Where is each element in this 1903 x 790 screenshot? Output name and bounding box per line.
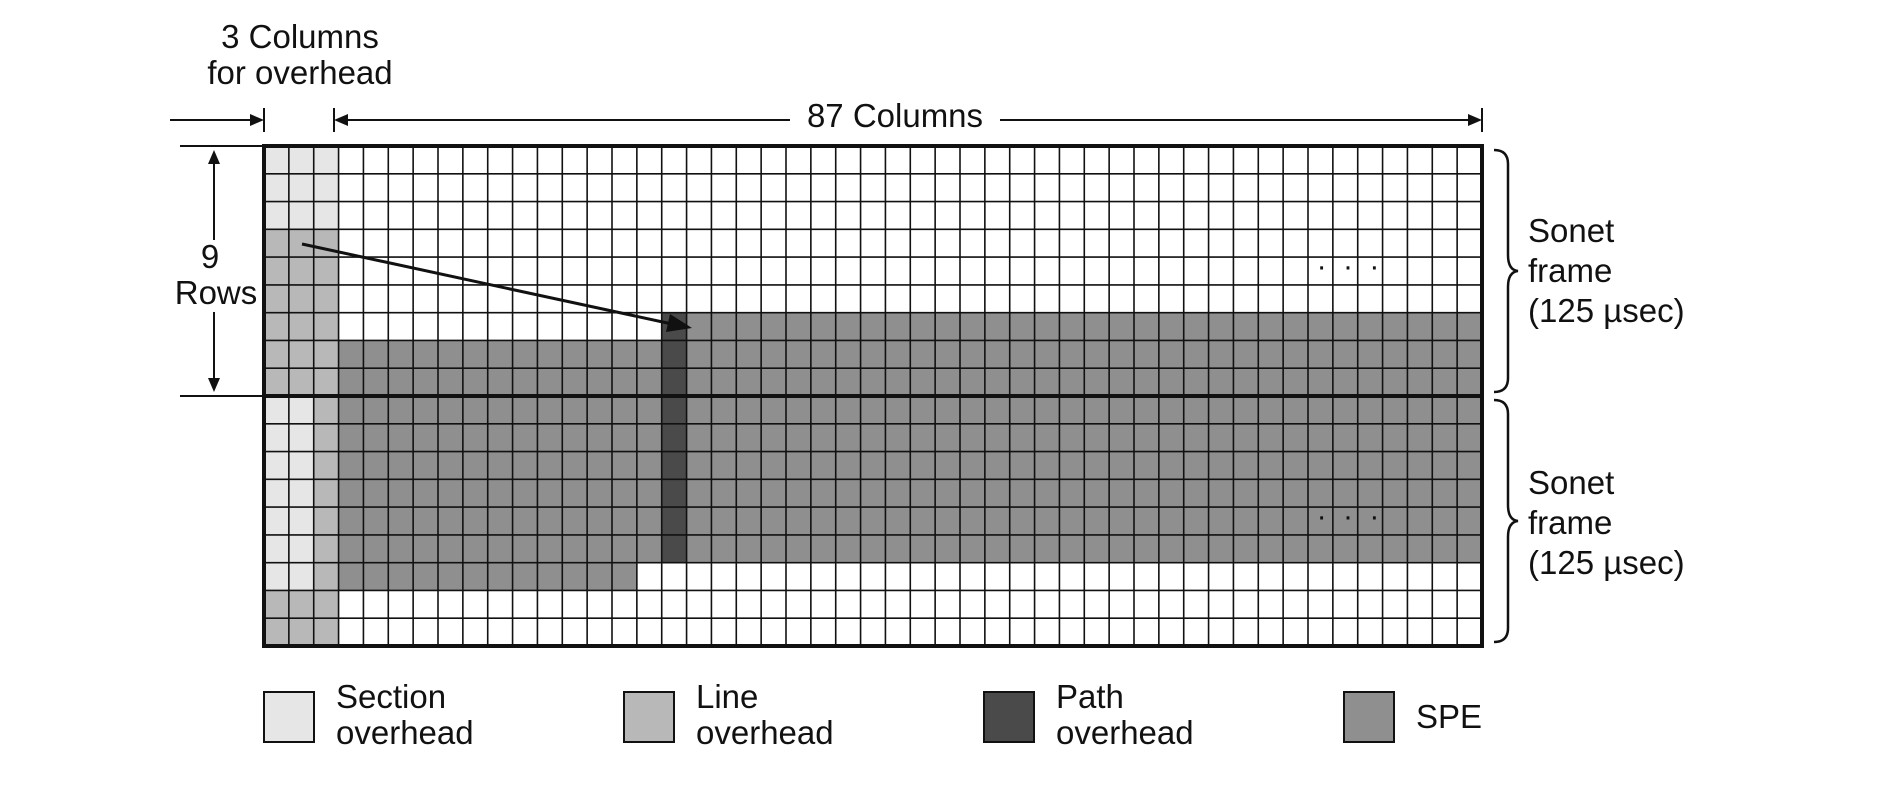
overhead-cell [313,173,339,202]
overhead-cell [313,507,339,535]
legend-label-path-line2: overhead [1056,714,1194,751]
legend-swatch-line [623,691,675,743]
overhead-cell [288,396,314,424]
legend-label-section-line1: Section [336,678,446,715]
legend-item-spe: SPE [1343,691,1482,743]
overhead-cell [288,618,314,646]
overhead-cell [313,479,339,508]
overhead-cell [264,423,289,452]
legend-item-section-overhead: Section overhead [263,678,474,751]
legend-item-path-overhead: Path overhead [983,678,1194,751]
overhead-cell [288,368,314,396]
overhead-cell [313,534,339,563]
overhead-columns-label-line2: for overhead [207,54,392,91]
overhead-cell [313,284,339,313]
rows-label-number: 9 [201,238,219,275]
legend-label-spe: SPE [1416,698,1482,735]
ellipsis-area [1332,562,1458,646]
overhead-cell [264,229,289,258]
overhead-cell [264,257,289,285]
overhead-cell [288,340,314,369]
overhead-cell [264,312,289,341]
overhead-cell [288,173,314,202]
overhead-cell [313,312,339,341]
frame-borders [262,144,1484,648]
overhead-cell [288,534,314,563]
overhead-cell [313,146,339,174]
overhead-cell [264,396,289,424]
overhead-cell [288,284,314,313]
path-overhead-column [661,312,687,563]
overhead-cell [288,201,314,230]
overhead-cell [264,590,289,619]
overhead-cell [313,201,339,230]
rows-label-text: Rows [175,274,258,311]
overhead-cell [264,368,289,396]
overhead-cell [288,562,314,591]
overhead-cell [264,201,289,230]
overhead-columns-label-line1: 3 Columns [221,18,379,55]
frame-top-label-line1: Sonet [1528,212,1614,249]
legend-item-line-overhead: Line overhead [623,678,834,751]
overhead-cell [264,340,289,369]
legend-swatch-spe [1343,691,1395,743]
overhead-cell [264,284,289,313]
legend-label-line-line2: overhead [696,714,834,751]
overhead-cell [264,534,289,563]
legend-swatch-section [263,691,315,743]
overhead-cell [264,479,289,508]
payload-columns-dimension [334,108,1483,132]
overhead-cell [264,507,289,535]
frame-bottom-label-line3: (125 µsec) [1528,544,1685,581]
legend: Section overhead Line overhead Path over… [263,678,1482,751]
overhead-cell [288,146,314,174]
overhead-cell [313,368,339,396]
overhead-cell [313,229,339,258]
frame-braces [1493,148,1519,644]
legend-swatch-path [983,691,1035,743]
overhead-cell [264,562,289,591]
overhead-cell [313,590,339,619]
frame-bottom-label-line2: frame [1528,504,1612,541]
overhead-cell [313,423,339,452]
legend-label-path-line1: Path [1056,678,1124,715]
overhead-cell [313,396,339,424]
overhead-cell [313,618,339,646]
overhead-cell [264,146,289,174]
frame-bottom-ellipsis: · · · [1317,500,1384,533]
overhead-cell [288,229,314,258]
overhead-cell [288,257,314,285]
legend-label-section-line2: overhead [336,714,474,751]
overhead-cell [264,451,289,480]
overhead-cell [313,451,339,480]
overhead-cell [264,618,289,646]
pointer-arrow [301,242,692,332]
overhead-cell [313,562,339,591]
overhead-cell [313,257,339,285]
payload-columns-label: 87 Columns [807,97,983,134]
overhead-cell [288,451,314,480]
frame-top-label-line3: (125 µsec) [1528,292,1685,329]
overhead-cell [313,340,339,369]
frame-top-label-line2: frame [1528,252,1612,289]
legend-label-line-line1: Line [696,678,758,715]
rows-dimension [180,145,262,397]
overhead-columns-dimension [170,108,335,132]
overhead-cell [264,173,289,202]
overhead-cell [288,479,314,508]
frame-top-ellipsis: · · · [1317,250,1384,283]
overhead-cell [288,590,314,619]
overhead-cell [288,312,314,341]
overhead-cell [288,423,314,452]
frame-bottom-label-line1: Sonet [1528,464,1614,501]
overhead-cell [288,507,314,535]
